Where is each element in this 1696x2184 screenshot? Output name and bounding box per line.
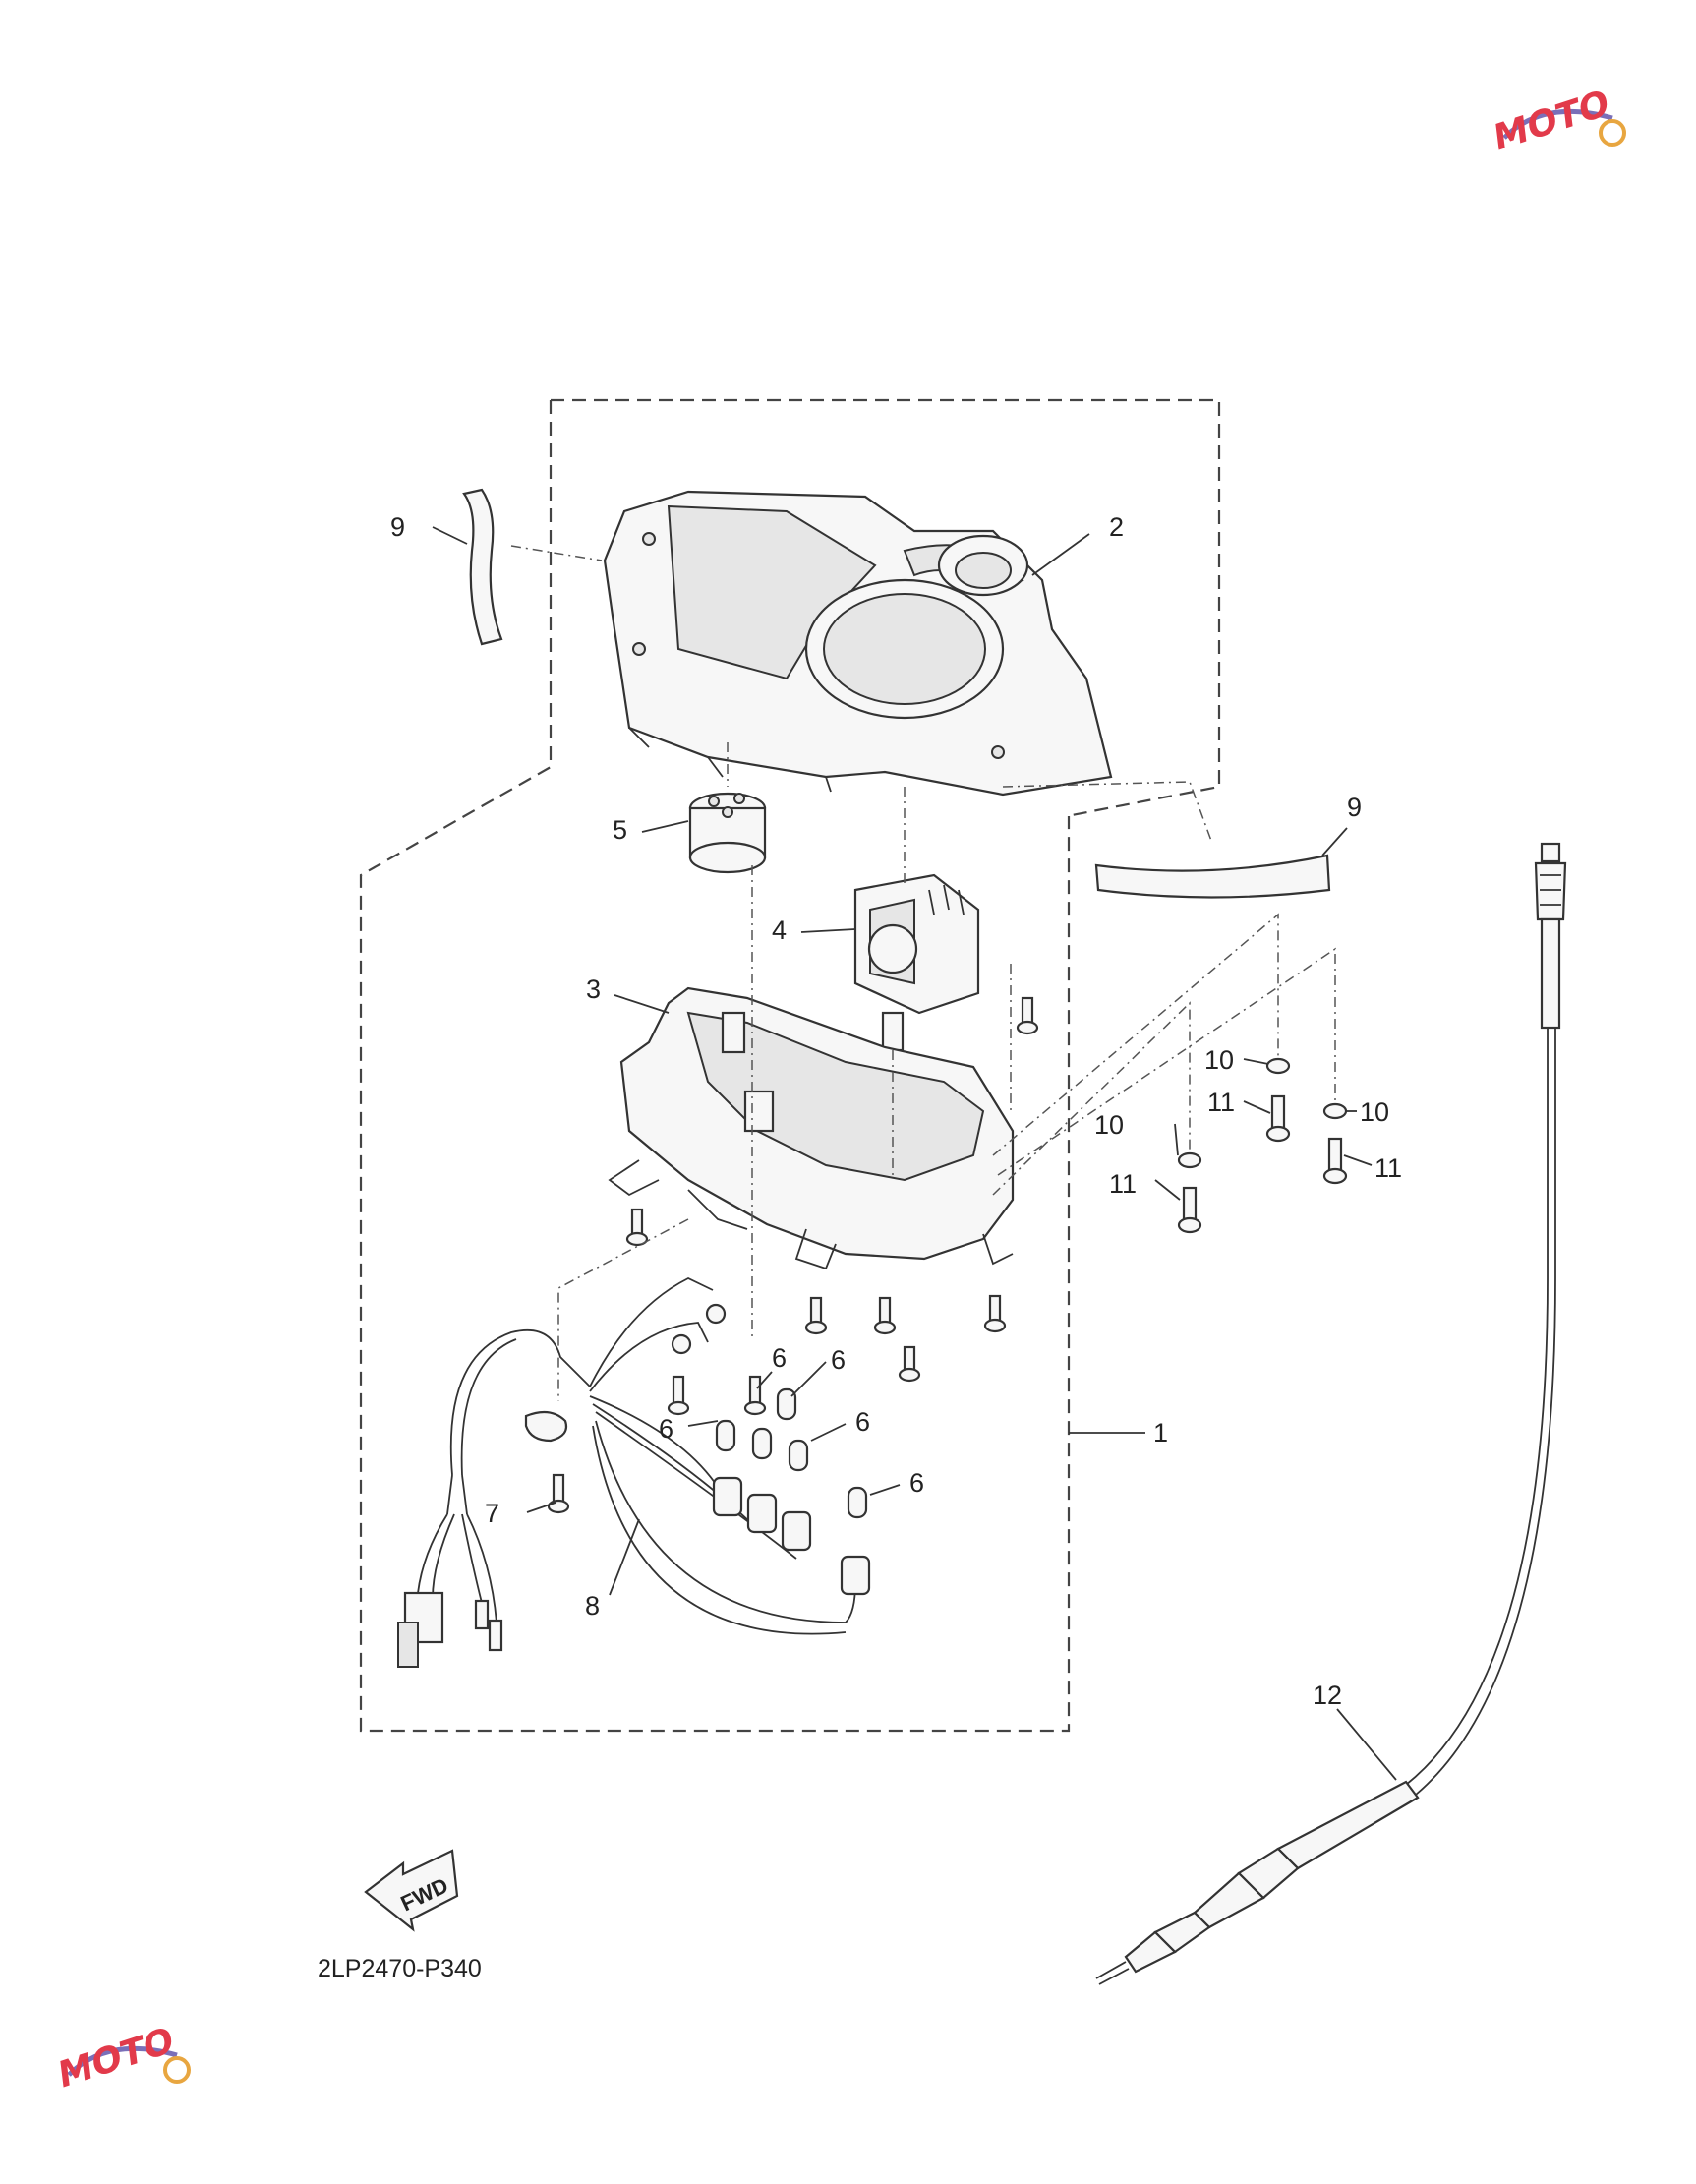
callout-10a: 10	[1204, 1045, 1234, 1075]
callout-3: 3	[586, 974, 601, 1004]
bulbs-and-sockets	[547, 1375, 871, 1596]
callout-6e: 6	[909, 1468, 924, 1498]
washer-10c	[1322, 1102, 1348, 1120]
meter-housing-lower	[608, 986, 1015, 1270]
callout-6d: 6	[855, 1407, 870, 1437]
washer-10b	[1177, 1151, 1202, 1169]
callout-9b: 9	[1347, 793, 1362, 822]
fwd-arrow: FWD	[364, 1849, 459, 1932]
screw-11c	[1322, 1137, 1348, 1185]
wire-harness	[397, 1276, 856, 1668]
washers-and-screws-right	[1177, 1057, 1348, 1234]
callout-8: 8	[585, 1591, 600, 1621]
housing-screws	[625, 996, 1039, 1383]
callout-7: 7	[485, 1499, 499, 1528]
callout-11b: 11	[1109, 1169, 1137, 1199]
watermark-logo-bottom: MOTO	[53, 2021, 191, 2096]
washer-10a	[1265, 1057, 1291, 1075]
speedometer-cable	[1095, 842, 1567, 1985]
cushion-strip-upper	[462, 488, 503, 646]
svg-text:MOTO: MOTO	[1489, 84, 1614, 159]
screw-11a	[1265, 1094, 1291, 1143]
callout-6b: 6	[772, 1343, 787, 1373]
callout-10b: 10	[1094, 1110, 1124, 1140]
meter-case-cover	[603, 490, 1113, 797]
assembly-guide-lines	[510, 545, 1336, 1401]
callout-1: 1	[1153, 1418, 1168, 1447]
callout-12: 12	[1313, 1681, 1342, 1710]
callout-leaders	[432, 526, 1397, 1781]
callout-11a: 11	[1207, 1088, 1235, 1117]
assembly-boundary-upper	[551, 398, 1221, 818]
callout-9a: 9	[390, 512, 405, 542]
socket-component	[688, 792, 767, 874]
callout-6a: 6	[659, 1414, 673, 1444]
callout-11c: 11	[1374, 1153, 1402, 1183]
callout-labels: 1 2 3 4 5 6 6 6 6 6 7 8 9 9 10 10 10 11 …	[390, 512, 1402, 1710]
drawing-code: 2LP2470-P340	[318, 1955, 482, 1982]
meter-movement	[853, 873, 980, 1052]
svg-text:MOTO: MOTO	[53, 2021, 179, 2096]
callout-5: 5	[613, 815, 627, 845]
callout-4: 4	[772, 915, 787, 945]
watermark-logo-top: MOTO	[1489, 84, 1626, 159]
callout-10c: 10	[1360, 1097, 1389, 1127]
callout-2: 2	[1109, 512, 1124, 542]
assembly-boundary-lower	[359, 400, 1071, 1733]
callout-6c: 6	[831, 1345, 846, 1375]
screw-11b	[1177, 1186, 1202, 1234]
cushion-strip-lower	[1094, 854, 1331, 899]
